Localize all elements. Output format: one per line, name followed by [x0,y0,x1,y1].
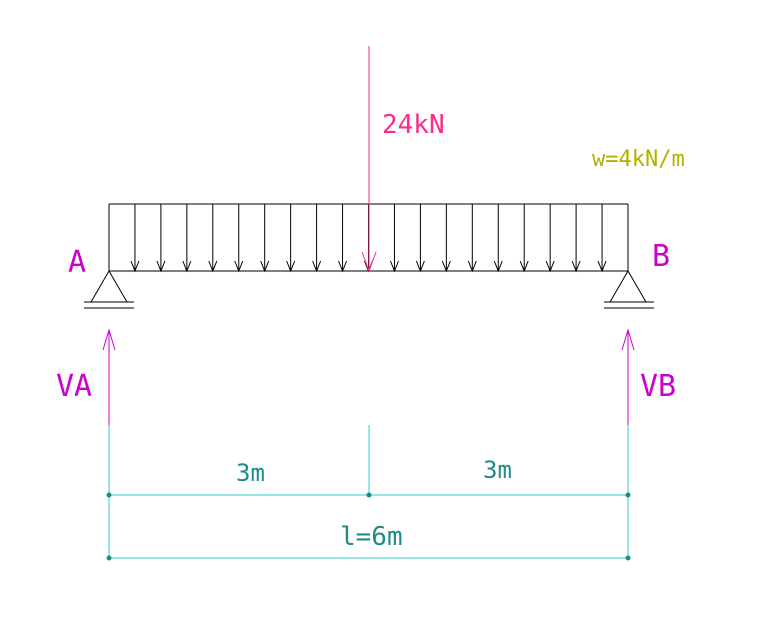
reaction-b-label: VB [640,369,676,404]
distributed-load-label: w=4kN/m [592,147,685,172]
span-total-label: l=6m [340,522,403,552]
span-left-label: 3m [236,459,265,487]
span-right-label: 3m [483,456,512,484]
reaction-a-label: VA [56,369,92,404]
distributed-load [108,203,629,273]
support-a-label: A [68,245,86,280]
dimension-ticks [106,492,631,561]
reaction-b-arrow [621,328,635,425]
support-a [84,270,134,309]
point-load-arrow [361,46,377,273]
point-load-label: 24kN [382,110,445,140]
support-b [604,270,654,309]
support-b-label: B [652,239,670,274]
reaction-a-arrow [102,328,116,425]
